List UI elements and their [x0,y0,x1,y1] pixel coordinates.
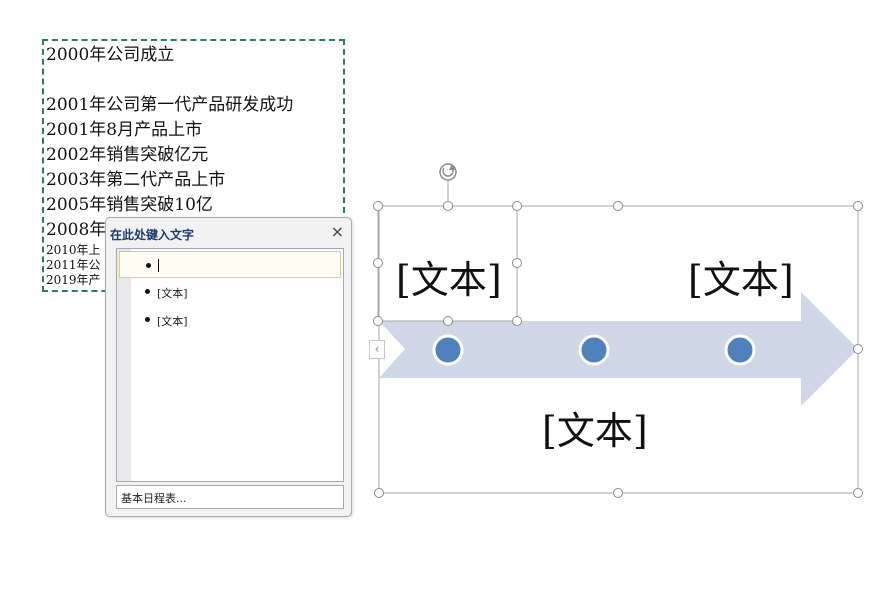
timeline-label-3[interactable]: [文本] [688,258,794,302]
bullet-icon [145,289,150,294]
text-line: 2002年销售突破亿元 [46,145,209,165]
text-line: 2001年8月产品上市 [46,120,203,140]
timeline-label-2[interactable]: [文本] [542,409,648,453]
bullet-item-text: [文本] [157,287,188,300]
text-pane-toggle-button[interactable]: ‹ [369,340,385,359]
text-line: 2005年销售突破10亿 [46,195,213,215]
chevron-left-icon: ‹ [374,342,380,356]
bullet-item[interactable]: [文本] [119,306,341,333]
text-line: 2010年上 [46,243,101,257]
timeline-arrow[interactable] [379,292,858,406]
text-line: 2019年产 [46,273,101,287]
text-cursor [158,259,159,272]
frame-resize-handles[interactable] [374,201,863,498]
smartart-text-pane: 在此处键入文字 × [文本] [文本] 基本日程表... [105,217,352,517]
shape-resize-handles[interactable] [373,201,522,326]
bullet-item[interactable]: [文本] [119,278,341,305]
bullet-icon [145,317,150,322]
bullet-icon [146,263,151,268]
pane-bullet-list[interactable]: [文本] [文本] [116,248,344,482]
text-line: 2001年公司第一代产品研发成功 [46,95,294,115]
layout-info-link[interactable]: 基本日程表... [116,485,344,509]
source-text-box[interactable]: 2000年公司成立 2001年公司第一代产品研发成功 2001年8月产品上市 2… [42,39,345,292]
text-line: 2011年公 [46,258,101,272]
text-line: 2008年 [46,220,107,240]
rotate-handle-icon[interactable] [439,163,457,181]
text-line: 2003年第二代产品上市 [46,170,226,190]
bullet-item-text: [文本] [157,315,188,328]
timeline-dot[interactable] [724,334,756,366]
timeline-dot[interactable] [432,334,464,366]
pane-title: 在此处键入文字 [110,228,195,242]
timeline-label-1[interactable]: [文本] [396,258,502,302]
close-icon[interactable]: × [330,222,344,241]
timeline-dot[interactable] [578,334,610,366]
text-line: 2000年公司成立 [46,45,175,65]
bullet-item-active[interactable] [119,251,341,278]
